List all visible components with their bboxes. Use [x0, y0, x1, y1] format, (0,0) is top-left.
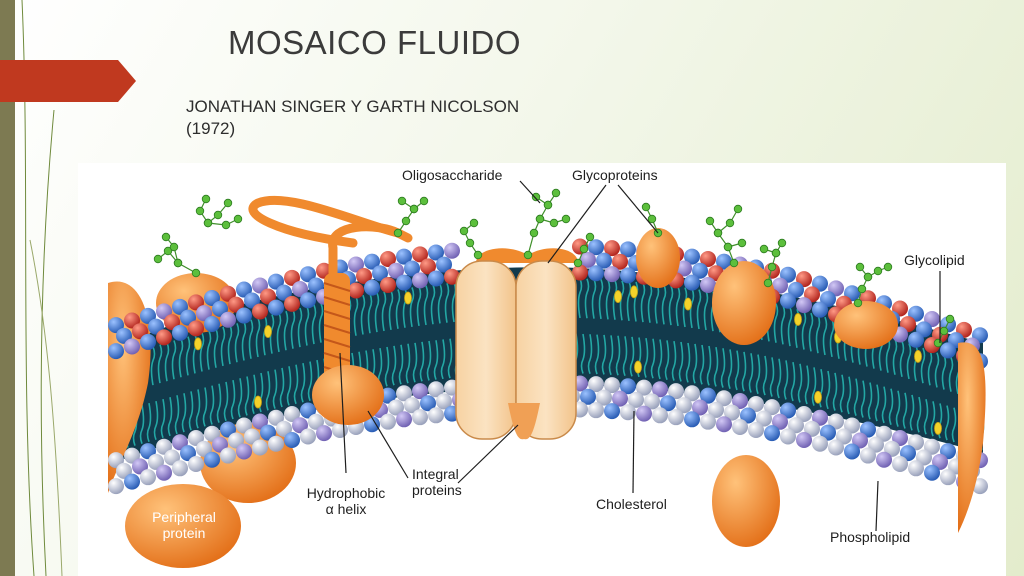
left-accent-bar: [0, 0, 15, 576]
label-integral-line2: proteins: [412, 482, 462, 498]
label-integral-proteins: Integral proteins: [412, 466, 502, 498]
label-glycoproteins: Glycoproteins: [572, 167, 658, 183]
label-cholesterol: Cholesterol: [596, 496, 667, 512]
label-oligosaccharide: Oligosaccharide: [402, 167, 503, 183]
slide-subtitle: JONATHAN SINGER Y GARTH NICOLSON (1972): [186, 96, 586, 140]
label-hydrophobic-helix: Hydrophobic α helix: [296, 485, 396, 517]
label-phospholipid: Phospholipid: [830, 529, 911, 545]
slide-title: MOSAICO FLUIDO: [228, 24, 522, 61]
leader-lines: [339, 180, 941, 532]
label-hydrophobic-line2: α helix: [325, 501, 367, 517]
membrane-illustration: [108, 180, 988, 568]
alpha-helix-protein: [248, 195, 413, 425]
upper-protein-right: [834, 301, 898, 349]
glycoprotein-right-small: [636, 228, 680, 288]
edge-protein-right: [958, 342, 986, 533]
label-peripheral-protein: Peripheral protein: [144, 509, 224, 541]
peripheral-protein: [125, 484, 241, 568]
integral-channel-protein: [455, 248, 578, 440]
label-hydrophobic-line1: Hydrophobic: [306, 485, 386, 501]
subtitle-year: (1972): [186, 119, 236, 138]
membrane-diagram: Oligosaccharide Glycoproteins Glycolipid…: [78, 163, 1006, 576]
label-peripheral-line1: Peripheral: [152, 509, 216, 525]
label-glycolipid: Glycolipid: [904, 252, 965, 268]
lower-protein-right: [712, 455, 780, 547]
label-peripheral-line2: protein: [162, 525, 206, 541]
title-arrow-tab: [0, 60, 136, 102]
label-integral-line1: Integral: [412, 466, 459, 482]
oligosaccharide-chains: [153, 188, 955, 348]
subtitle-authors: JONATHAN SINGER Y GARTH NICOLSON: [186, 97, 520, 116]
glycoprotein-right: [712, 261, 776, 345]
